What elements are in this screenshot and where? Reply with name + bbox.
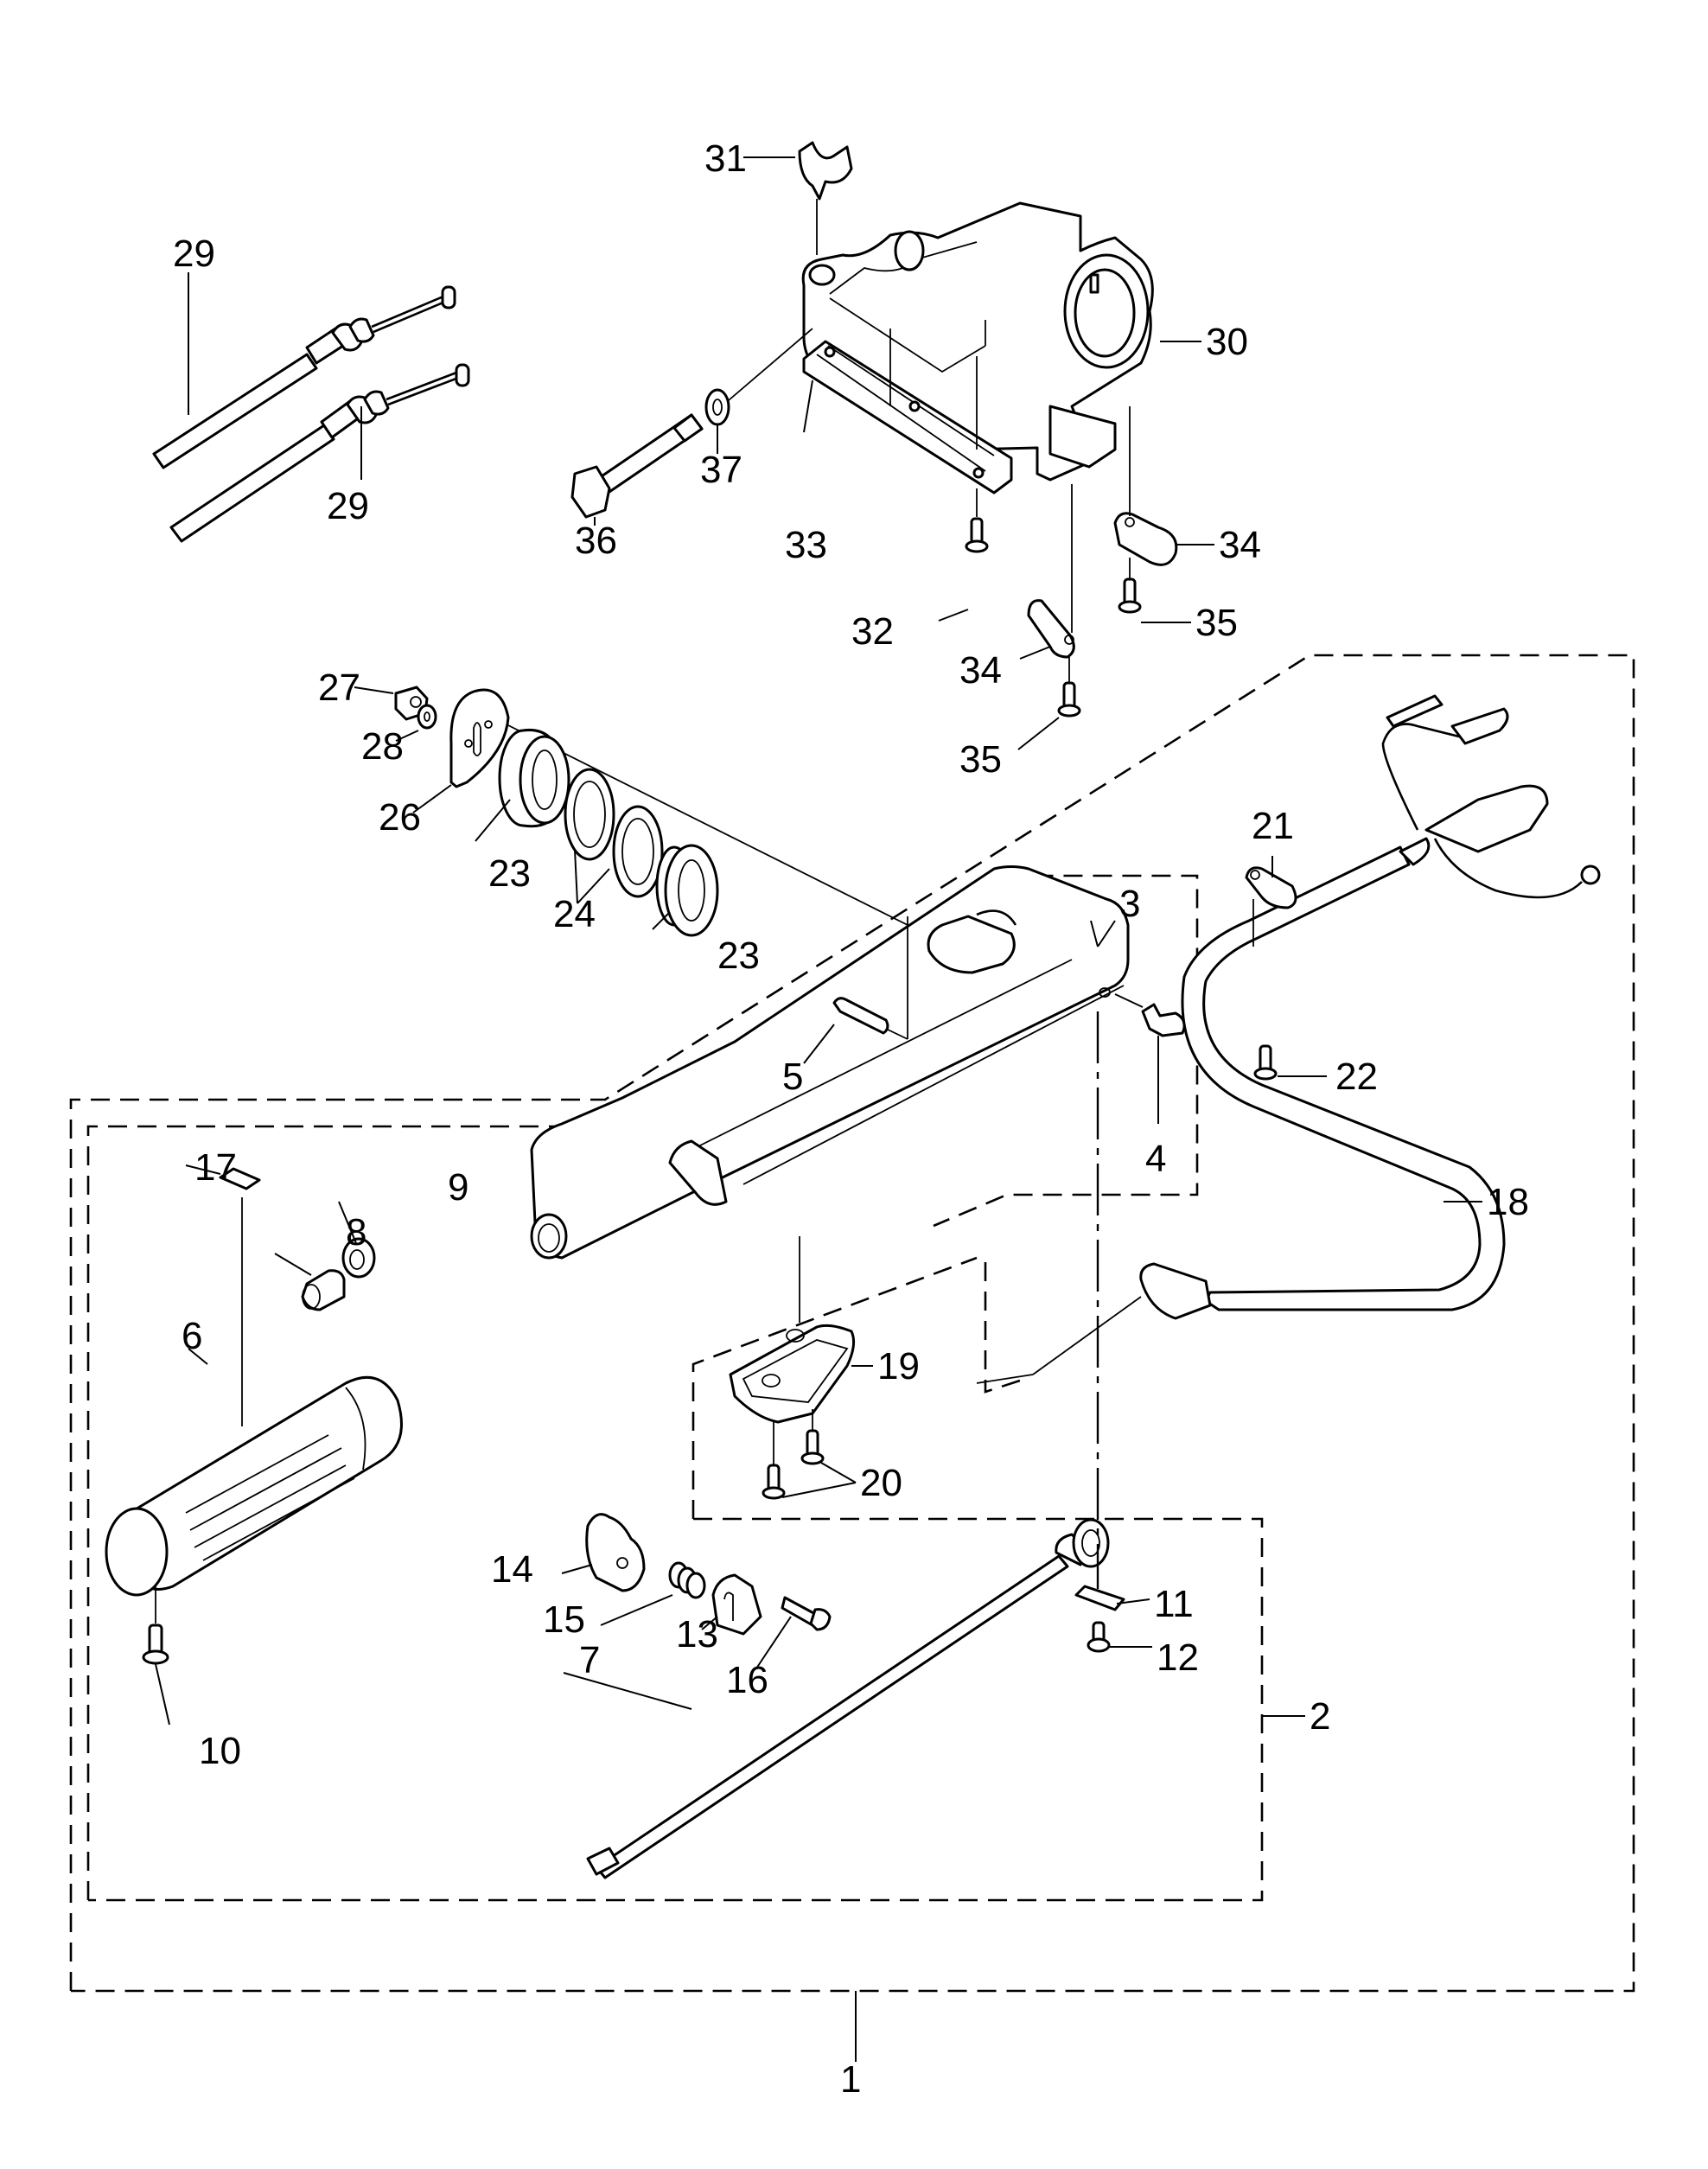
grip-bushing (274, 1253, 346, 1311)
callout-10: 10 (199, 1730, 241, 1772)
assembly-2-boundary-bottom (88, 1517, 1264, 1902)
callout-15: 15 (543, 1598, 585, 1641)
assembly-2-boundary-lower (691, 1256, 978, 1519)
thrust-washer-1 (564, 768, 615, 861)
spring (600, 1561, 706, 1626)
callout-7: 7 (579, 1639, 600, 1681)
callout-1: 1 (840, 2058, 861, 2101)
callout-5: 5 (782, 1056, 803, 1098)
callout-34-upper: 34 (1219, 524, 1261, 566)
callout-23-lower: 23 (717, 935, 760, 977)
callout-35-lower: 35 (959, 738, 1002, 781)
cable-clip (743, 141, 853, 255)
callout-20: 20 (860, 1462, 902, 1504)
callout-16: 16 (726, 1659, 768, 1701)
washer (395, 704, 437, 742)
group-boundaries (69, 654, 1635, 2062)
callout-27: 27 (318, 667, 360, 709)
grommet (338, 1201, 376, 1279)
switch-cover (729, 1236, 873, 1424)
pivot-bushing-upper (475, 728, 570, 842)
cover-subgroup-boundary (984, 1262, 1021, 1394)
throttle-grip (105, 1348, 403, 1597)
callout-2: 2 (1310, 1695, 1330, 1738)
callout-8: 8 (346, 1211, 366, 1254)
callout-28: 28 (361, 725, 404, 768)
retainer-plate (1074, 1011, 1150, 1611)
callout-labels: 1 2 3 4 5 6 7 8 9 10 11 12 13 14 15 16 1… (173, 137, 1529, 2101)
assembly-2-boundary (86, 874, 1199, 1900)
throttle-shaft (563, 1518, 1110, 1879)
callout-3: 3 (1119, 883, 1140, 925)
friction-plate (412, 688, 510, 813)
callout-22: 22 (1335, 1056, 1378, 1098)
tiller-bracket (801, 201, 1201, 482)
retainer-screw (1087, 1621, 1152, 1653)
pivot-bushing-lower (652, 844, 719, 937)
plate-screw (938, 488, 989, 622)
callout-18: 18 (1487, 1181, 1529, 1223)
callout-12: 12 (1157, 1636, 1199, 1679)
callout-34-lower: 34 (959, 649, 1002, 692)
callout-29-lower: 29 (327, 485, 369, 527)
callout-31: 31 (704, 137, 747, 180)
callout-35-upper: 35 (1195, 602, 1238, 644)
callout-36: 36 (575, 520, 617, 562)
cable-holder-plate (802, 329, 1013, 494)
thrust-washer-2 (574, 805, 664, 904)
callout-23-upper: 23 (488, 852, 531, 895)
callout-19: 19 (877, 1345, 920, 1388)
stud-pin (803, 916, 908, 1064)
friction-knob (561, 1513, 646, 1592)
callout-6: 6 (182, 1315, 202, 1357)
callout-26: 26 (379, 796, 421, 839)
friction-bolt (755, 1596, 832, 1669)
callout-14: 14 (491, 1548, 533, 1591)
callout-17: 17 (194, 1146, 237, 1189)
callout-37: 37 (700, 449, 742, 491)
callout-24: 24 (553, 893, 596, 935)
throttle-cable-lower (169, 363, 470, 543)
pivot-bolt (570, 413, 704, 526)
grip-screw (142, 1586, 170, 1726)
callout-30: 30 (1206, 321, 1248, 363)
callout-13: 13 (676, 1613, 718, 1655)
cable-clamp-lower (1017, 484, 1081, 750)
callout-29-upper: 29 (173, 233, 215, 275)
harness-clamp (1245, 856, 1327, 1081)
callout-4: 4 (1145, 1138, 1166, 1180)
callout-9: 9 (448, 1166, 468, 1209)
assembly-1-boundary (69, 654, 1635, 1993)
callout-33: 33 (785, 524, 827, 566)
callout-21: 21 (1252, 805, 1294, 847)
nut (354, 686, 429, 721)
push-rivet (1114, 993, 1186, 1124)
cover-screws (762, 1409, 857, 1500)
throttle-cables (152, 272, 470, 543)
label-decal (185, 1164, 261, 1426)
callout-32: 32 (851, 610, 894, 653)
tiller-arm (530, 865, 1130, 1260)
throttle-cable-upper (152, 285, 456, 469)
cable-clamp-upper (985, 320, 1214, 623)
friction-stack (354, 686, 969, 956)
wire-harness (976, 694, 1601, 1384)
callout-11: 11 (1154, 1583, 1194, 1625)
bolt-washer (704, 328, 813, 454)
friction-block (701, 1573, 762, 1636)
